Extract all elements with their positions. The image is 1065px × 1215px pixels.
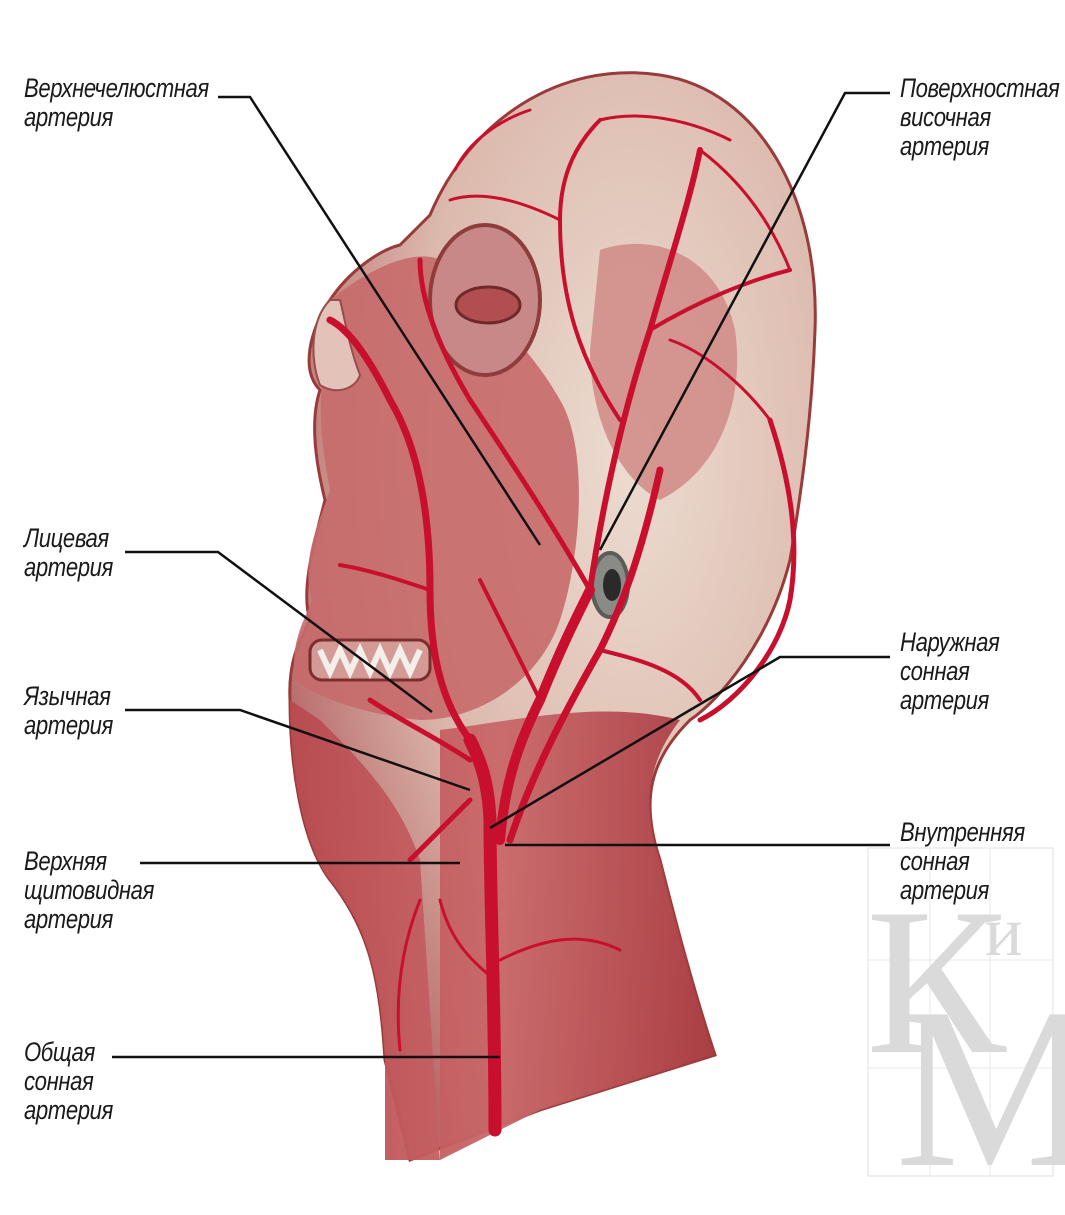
teeth — [310, 640, 430, 680]
label-line: Внутренняя — [900, 818, 1025, 847]
label-line: Лицевая — [24, 524, 113, 553]
label-line: артерия — [24, 103, 209, 132]
label-line: Язычная — [24, 682, 113, 711]
label-line: Верхнечелюстная — [24, 74, 209, 103]
label-line: щитовидная — [24, 876, 154, 905]
label-line: Общая — [24, 1038, 113, 1067]
label-facial-artery: Лицевая артерия — [24, 524, 113, 582]
label-lingual-artery: Язычная артерия — [24, 682, 113, 740]
label-superior-thyroid-artery: Верхняя щитовидная артерия — [24, 847, 154, 934]
label-line: артерия — [24, 1096, 113, 1125]
label-line: артерия — [24, 905, 154, 934]
label-external-carotid-artery: Наружная сонная артерия — [900, 628, 999, 715]
label-line: Наружная — [900, 628, 999, 657]
label-line: артерия — [900, 686, 999, 715]
label-line: артерия — [900, 132, 1059, 161]
label-common-carotid-artery: Общая сонная артерия — [24, 1038, 113, 1125]
label-line: Верхняя — [24, 847, 154, 876]
neck-muscles — [290, 700, 715, 1160]
label-line: сонная — [900, 657, 999, 686]
label-line: артерия — [24, 711, 113, 740]
watermark-letter-m: М — [895, 960, 1065, 1210]
label-maxillary-artery: Верхнечелюстная артерия — [24, 74, 209, 132]
label-line: Поверхностная — [900, 74, 1059, 103]
label-line: сонная — [24, 1067, 113, 1096]
label-internal-carotid-artery: Внутренняя сонная артерия — [900, 818, 1025, 905]
label-superficial-temporal-artery: Поверхностная височная артерия — [900, 74, 1059, 161]
label-line: сонная — [900, 847, 1025, 876]
label-line: височная — [900, 103, 1059, 132]
label-line: артерия — [900, 876, 1025, 905]
label-line: артерия — [24, 553, 113, 582]
